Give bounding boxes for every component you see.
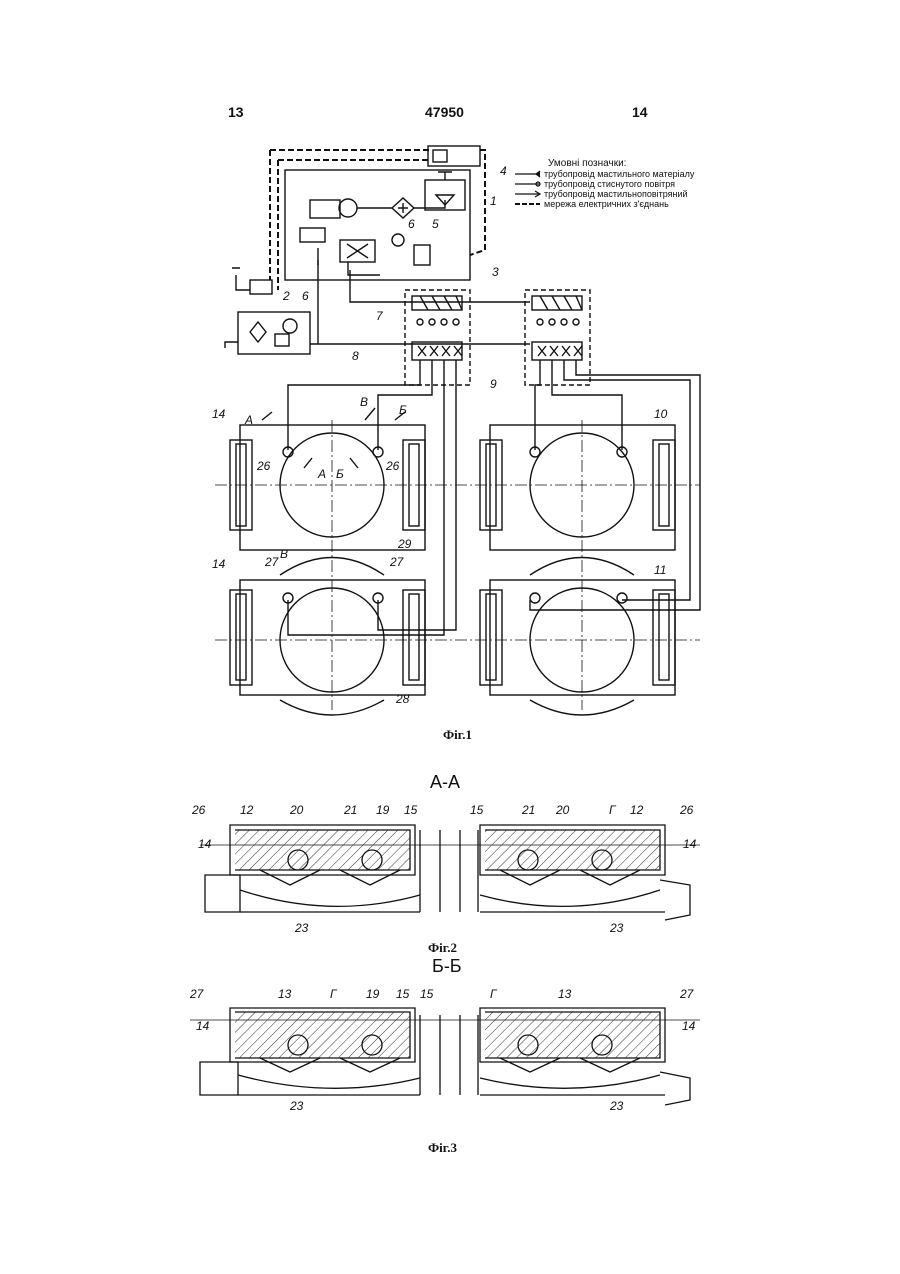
fig2-label-26a: 26	[191, 803, 206, 817]
fig3-section-title: Б-Б	[432, 956, 462, 977]
fig2-label-12b: 12	[630, 803, 644, 817]
fig2-drawing	[200, 825, 700, 920]
fig2-label-19: 19	[376, 803, 390, 817]
fig1-label-9: 9	[490, 377, 497, 391]
fig1-label-14a: 14	[212, 407, 226, 421]
fig2-section-title: А-А	[430, 772, 460, 793]
fig1-caption: Фіг.1	[443, 727, 472, 743]
fig1-label-3: 3	[492, 265, 499, 279]
fig2-label-21b: 21	[521, 803, 535, 817]
fig1-label-B: Б	[399, 403, 407, 417]
fig2-label-12a: 12	[240, 803, 254, 817]
fig3-label-13a: 13	[278, 987, 292, 1001]
fig1-label-11: 11	[654, 563, 666, 577]
fig1-label-V2: В	[280, 547, 288, 561]
fig3-label-Gb: Г	[490, 987, 498, 1001]
fig1-label-V1: В	[360, 395, 368, 409]
fig1-label-2: 2	[282, 289, 290, 303]
fig3-label-23b: 23	[609, 1099, 624, 1113]
fig1-label-8: 8	[352, 349, 359, 363]
fig2-label-G: Г	[609, 803, 617, 817]
fig1-label-6a: 6	[408, 217, 415, 231]
fig1-label-27b: 27	[389, 555, 405, 569]
legend-item-2: трубопровід стиснутого повітря	[544, 179, 675, 189]
legend-item-1: трубопровід мастильного матеріалу	[544, 169, 695, 179]
fig1-label-26a: 26	[256, 459, 271, 473]
fig3-label-13b: 13	[558, 987, 572, 1001]
fig2-label-14a: 14	[198, 837, 212, 851]
fig1-label-14b: 14	[212, 557, 226, 571]
fig1-label-10: 10	[654, 407, 668, 421]
fig2-label-15a: 15	[404, 803, 418, 817]
fig1-label-B2: Б	[336, 467, 344, 481]
fig1-label-27a: 27	[264, 555, 280, 569]
fig3-label-15a: 15	[396, 987, 410, 1001]
fig3-label-14a: 14	[196, 1019, 210, 1033]
legend-title: Умовні позначки:	[548, 158, 626, 169]
fig1-label-1: 1	[490, 194, 497, 208]
fig3-label-15b: 15	[420, 987, 434, 1001]
fig3-label-23a: 23	[289, 1099, 304, 1113]
fig3-caption: Фіг.3	[428, 1140, 457, 1156]
fig3-label-27b: 27	[679, 987, 695, 1001]
fig3-label-27a: 27	[189, 987, 205, 1001]
fig1-label-6b: 6	[302, 289, 309, 303]
fig2-label-15b: 15	[470, 803, 484, 817]
legend-item-4: мережа електричних з'єднань	[544, 199, 669, 209]
fig2-label-26b: 26	[679, 803, 694, 817]
fig3-label-19: 19	[366, 987, 380, 1001]
legend-item-3: трубопровід мастильноповітряний	[544, 189, 688, 199]
fig1-label-A: А	[244, 413, 253, 427]
fig1-label-28: 28	[395, 692, 410, 706]
fig2-label-20a: 20	[289, 803, 304, 817]
fig1-label-7: 7	[376, 309, 384, 323]
fig2-label-23a: 23	[294, 921, 309, 935]
fig1-label-5: 5	[432, 217, 439, 231]
fig3-drawing	[190, 1008, 700, 1105]
fig1-label-26b: 26	[385, 459, 400, 473]
fig2-label-14b: 14	[683, 837, 697, 851]
fig3-label-14b: 14	[682, 1019, 696, 1033]
fig1-label-A2: А	[317, 467, 326, 481]
fig1-label-29: 29	[397, 537, 412, 551]
fig1-label-4: 4	[500, 164, 507, 178]
fig2-label-20b: 20	[555, 803, 570, 817]
fig2-label-23b: 23	[609, 921, 624, 935]
fig2-caption: Фіг.2	[428, 940, 457, 956]
fig2-label-21a: 21	[343, 803, 357, 817]
fig3-label-Ga: Г	[330, 987, 338, 1001]
